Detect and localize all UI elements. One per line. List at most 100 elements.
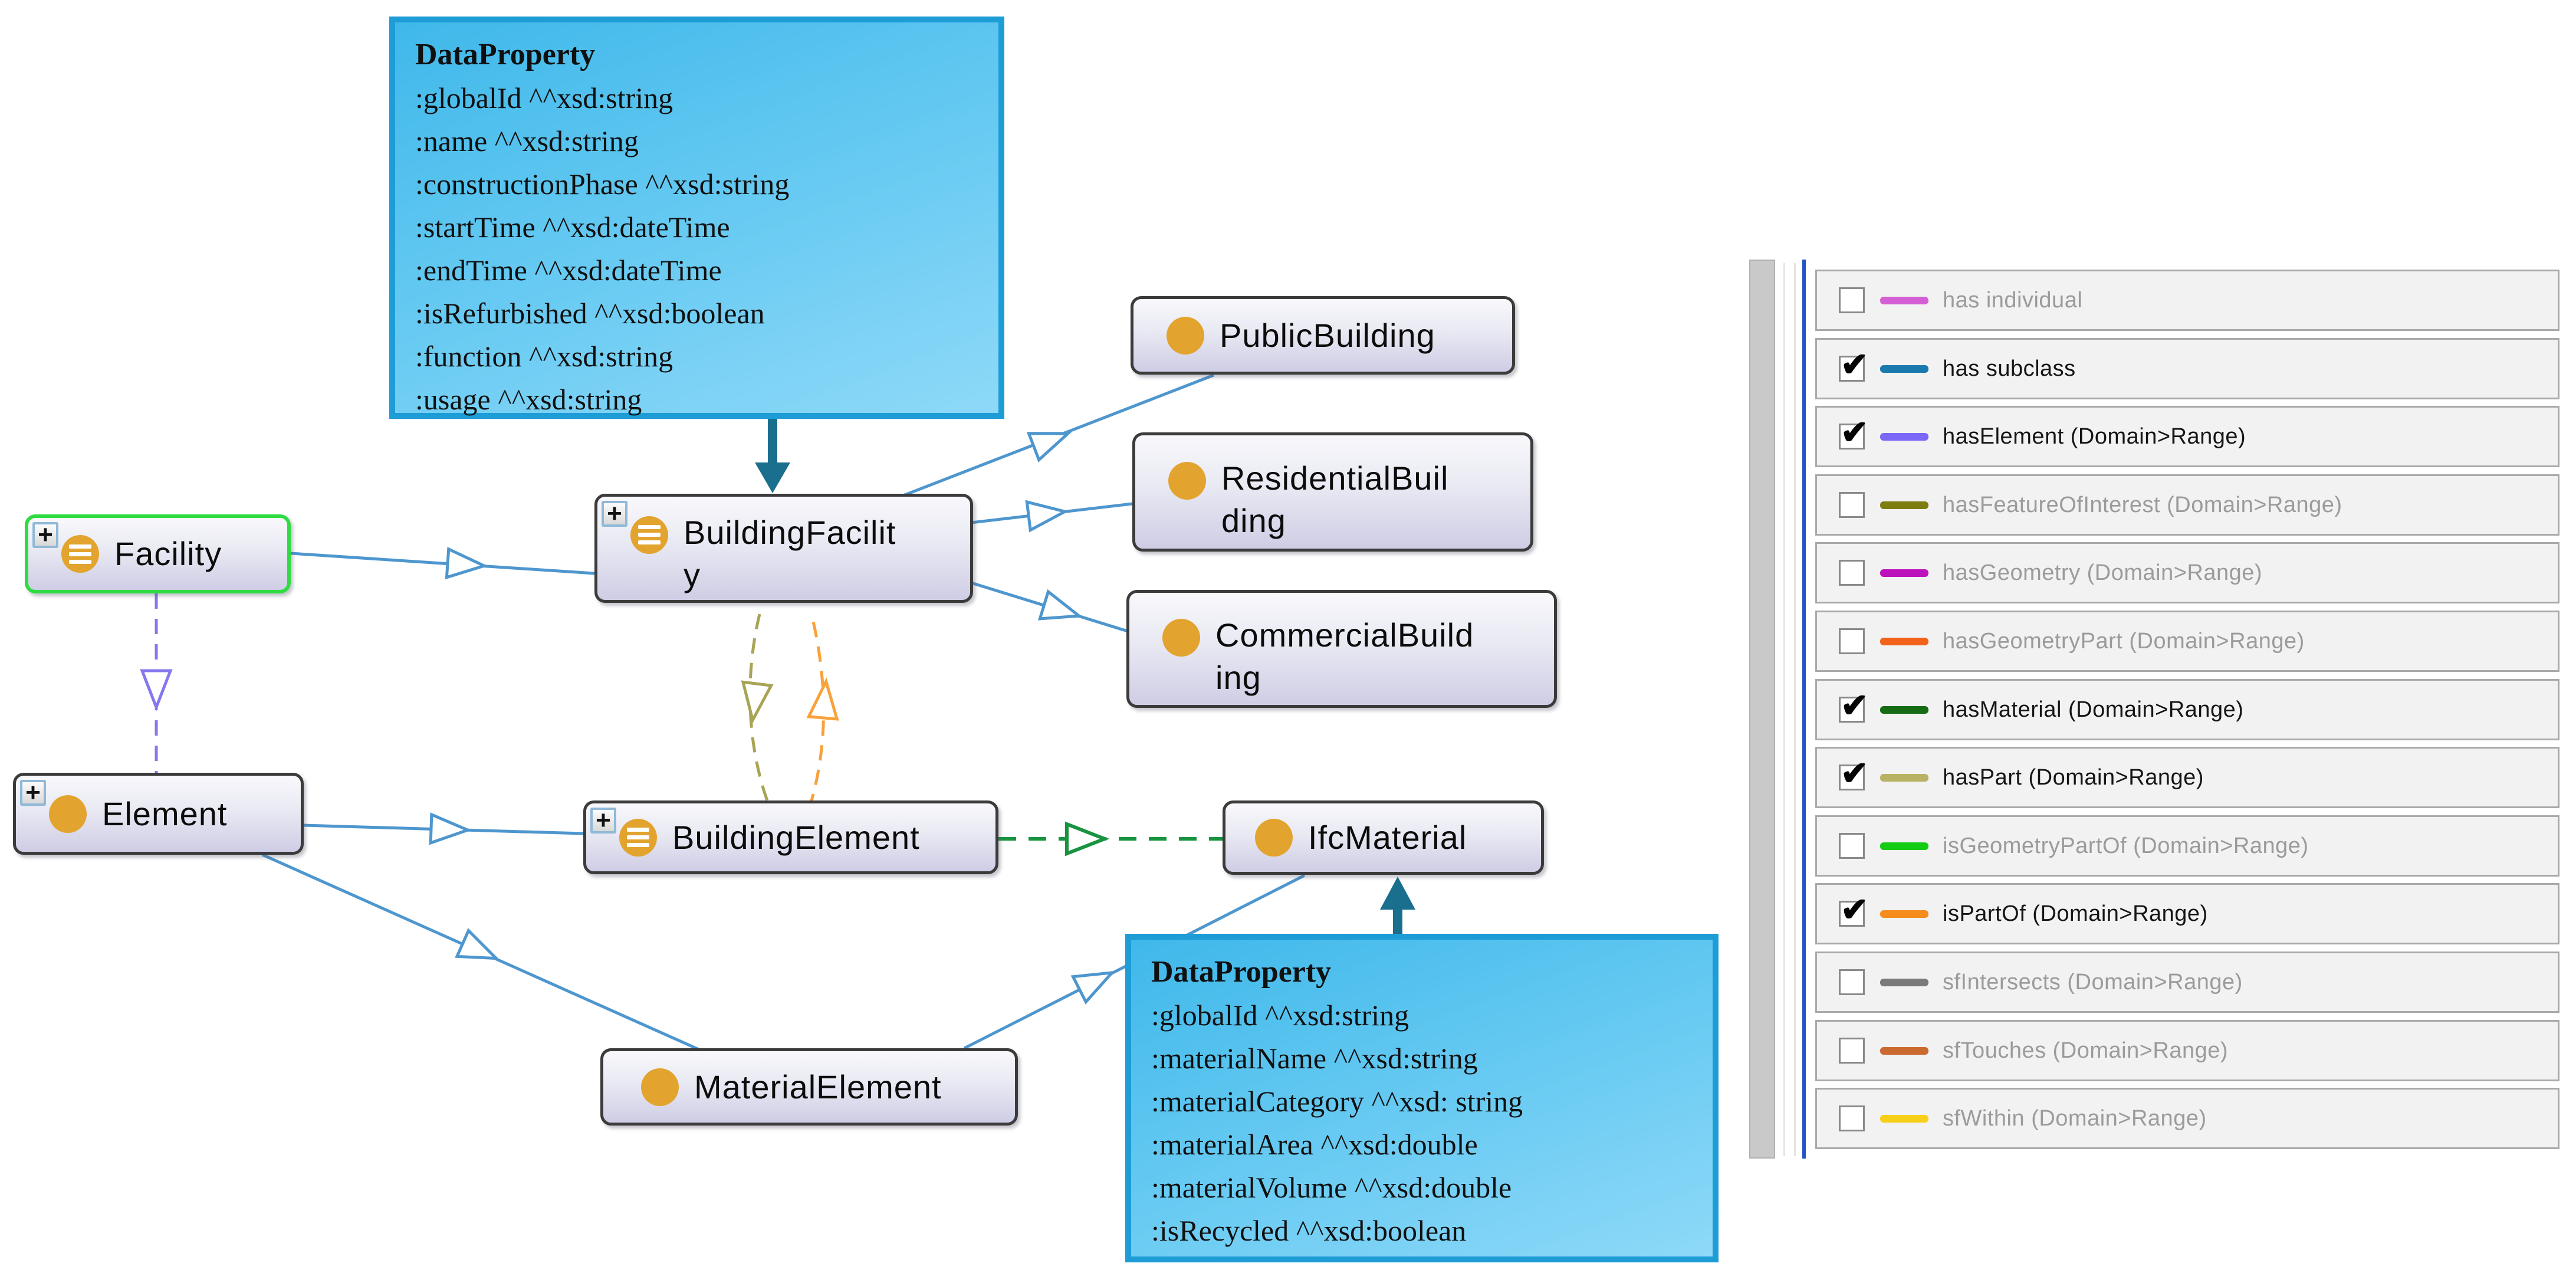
legend-row-hasgeometry[interactable]: hasGeometry (Domain>Range) — [1815, 542, 2559, 603]
node-residential-building[interactable]: ResidentialBuil ding — [1132, 432, 1533, 552]
legend-row-isgeometrypartof[interactable]: isGeometryPartOf (Domain>Range) — [1815, 815, 2559, 877]
legend-label: hasMaterial (Domain>Range) — [1943, 697, 2244, 722]
checkbox[interactable] — [1839, 560, 1865, 586]
divider — [1783, 263, 1785, 1156]
annotation-arrow-to-ifcmaterial — [1380, 877, 1415, 936]
divider — [1794, 263, 1796, 1156]
node-label: BuildingFacilit y — [684, 513, 896, 593]
legend-label: hasGeometryPart (Domain>Range) — [1943, 628, 2305, 654]
checkbox[interactable]: ✔ — [1839, 757, 1868, 790]
checkbox[interactable] — [1839, 628, 1865, 654]
legend-row-haselement[interactable]: ✔ hasElement (Domain>Range) — [1815, 406, 2559, 467]
edge-buildingfacility-residentialbuilding — [971, 500, 1133, 533]
edge-buildingfacility-commercialbuilding — [971, 581, 1144, 638]
class-with-individuals-icon — [619, 818, 657, 857]
legend-row-hasgeometrypart[interactable]: hasGeometryPart (Domain>Range) — [1815, 611, 2559, 672]
expand-plus-icon[interactable]: + — [32, 522, 58, 548]
edge-color-swatch — [1880, 842, 1928, 850]
checkbox[interactable] — [1839, 833, 1865, 859]
data-property-tooltip-material: DataProperty :globalId ^^xsd:string :mat… — [1125, 934, 1719, 1262]
class-icon — [1255, 819, 1293, 857]
class-icon — [641, 1068, 679, 1106]
data-property-tooltip-building: DataProperty :globalId ^^xsd:string :nam… — [389, 17, 1004, 419]
checkbox[interactable] — [1839, 1038, 1865, 1064]
checkbox[interactable] — [1839, 969, 1865, 995]
node-label: PublicBuilding — [1220, 316, 1435, 354]
node-ifc-material[interactable]: IfcMaterial — [1223, 800, 1544, 875]
node-label: Facility — [114, 535, 222, 572]
edge-buildingelement-buildingfacility-ispartof — [806, 613, 839, 809]
edge-element-materialelement — [261, 853, 700, 1051]
node-public-building[interactable]: PublicBuilding — [1131, 296, 1515, 375]
node-building-element[interactable]: + BuildingElement — [583, 800, 998, 874]
expand-plus-icon[interactable]: + — [20, 780, 46, 806]
edge-buildingfacility-publicbuilding — [872, 373, 1214, 509]
legend-label: hasGeometry (Domain>Range) — [1943, 560, 2263, 585]
checkbox[interactable] — [1839, 492, 1865, 518]
legend-row-sftouches[interactable]: sfTouches (Domain>Range) — [1815, 1020, 2559, 1081]
legend-label: sfIntersects (Domain>Range) — [1943, 969, 2243, 995]
node-label: MaterialElement — [694, 1068, 942, 1105]
node-label: ResidentialBuil ding — [1221, 460, 1449, 539]
node-element[interactable]: + Element — [13, 773, 304, 855]
node-label: Element — [102, 795, 228, 832]
legend-row-sfwithin[interactable]: sfWithin (Domain>Range) — [1815, 1088, 2559, 1149]
node-material-element[interactable]: MaterialElement — [600, 1048, 1018, 1126]
node-building-facility[interactable]: + BuildingFacilit y — [594, 494, 973, 603]
class-with-individuals-icon — [630, 516, 668, 554]
class-icon — [1162, 619, 1200, 657]
legend-panel-border — [1802, 260, 1806, 1159]
class-with-individuals-icon — [61, 535, 99, 573]
edge-buildingelement-ifcmaterial-hasmaterial — [998, 821, 1223, 857]
edge-color-swatch — [1880, 1046, 1928, 1055]
legend-row-hasmaterial[interactable]: ✔ hasMaterial (Domain>Range) — [1815, 679, 2559, 740]
expand-plus-icon[interactable]: + — [602, 501, 627, 527]
node-label: BuildingElement — [672, 818, 920, 856]
legend-label: sfWithin (Domain>Range) — [1943, 1105, 2207, 1131]
legend-row-has-individual[interactable]: has individual — [1815, 270, 2559, 331]
legend-scrollbar[interactable] — [1749, 260, 1775, 1159]
legend-label: has individual — [1943, 287, 2083, 313]
legend-row-has-subclass[interactable]: ✔ has subclass — [1815, 338, 2559, 399]
class-icon — [1167, 316, 1204, 355]
edge-color-swatch — [1880, 910, 1928, 918]
checkbox[interactable]: ✔ — [1839, 689, 1868, 723]
node-label: CommercialBuild ing — [1215, 616, 1474, 696]
edge-facility-buildingfacility — [290, 547, 595, 580]
edge-element-buildingelement — [303, 812, 584, 845]
edge-color-swatch — [1880, 706, 1928, 714]
edge-color-swatch — [1880, 365, 1928, 373]
edge-color-swatch — [1880, 637, 1928, 645]
edge-color-swatch — [1880, 432, 1928, 441]
node-facility[interactable]: + Facility — [25, 514, 291, 593]
legend-label: hasElement (Domain>Range) — [1943, 424, 2246, 449]
legend-label: isPartOf (Domain>Range) — [1943, 901, 2208, 926]
edge-color-swatch — [1880, 1114, 1928, 1123]
legend-label: sfTouches (Domain>Range) — [1943, 1038, 2229, 1063]
legend-label: hasFeatureOfInterest (Domain>Range) — [1943, 492, 2342, 517]
edge-color-swatch — [1880, 978, 1928, 986]
checkbox[interactable]: ✔ — [1839, 348, 1868, 382]
checkbox[interactable]: ✔ — [1839, 893, 1868, 927]
checkbox[interactable] — [1839, 1105, 1865, 1131]
tooltip-title: DataProperty — [1151, 955, 1332, 989]
edge-color-swatch — [1880, 501, 1928, 509]
checkbox[interactable]: ✔ — [1839, 416, 1868, 450]
tooltip-title: DataProperty — [415, 38, 596, 71]
legend-label: isGeometryPartOf (Domain>Range) — [1943, 833, 2309, 858]
edge-color-swatch — [1880, 773, 1928, 782]
class-icon — [1168, 462, 1206, 500]
legend-row-hasfeatureofinterest[interactable]: hasFeatureOfInterest (Domain>Range) — [1815, 474, 2559, 536]
annotation-arrow-to-buildingfacility — [755, 417, 790, 493]
edge-buildingfacility-buildingelement-haspart — [741, 613, 774, 809]
node-commercial-building[interactable]: CommercialBuild ing — [1126, 590, 1557, 708]
node-label: IfcMaterial — [1308, 819, 1467, 856]
edge-color-swatch — [1880, 296, 1928, 304]
legend-row-ispartof[interactable]: ✔ isPartOf (Domain>Range) — [1815, 883, 2559, 944]
legend-row-haspart[interactable]: ✔ hasPart (Domain>Range) — [1815, 747, 2559, 808]
checkbox[interactable] — [1839, 287, 1865, 313]
expand-plus-icon[interactable]: + — [590, 808, 616, 834]
legend-label: has subclass — [1943, 356, 2076, 381]
legend-row-sfintersects[interactable]: sfIntersects (Domain>Range) — [1815, 952, 2559, 1013]
